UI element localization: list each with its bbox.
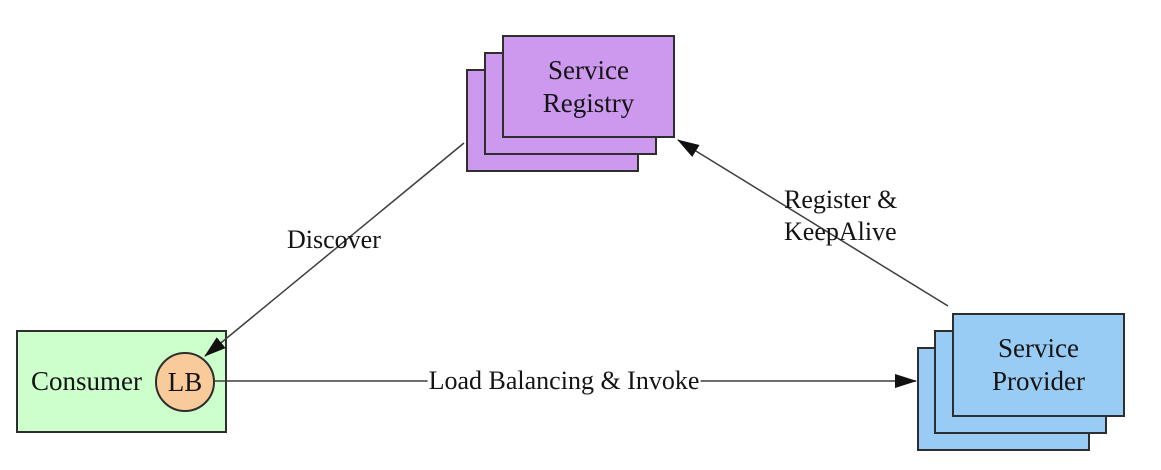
load-balancing-invoke-edge-label: Load Balancing & Invoke (427, 365, 701, 397)
register-keepalive-edge-label: Register & KeepAlive (784, 185, 898, 246)
service-registry-node: Service Registry (502, 35, 675, 138)
service-provider-label: Service Provider (992, 333, 1085, 396)
discover-edge-label: Discover (287, 225, 381, 254)
consumer-label: Consumer (31, 366, 142, 396)
service-registry-label: Service Registry (542, 54, 635, 118)
load-balancer-label: LB (167, 366, 203, 397)
service-provider-node: Service Provider (952, 313, 1125, 417)
consumer-node: Consumer (16, 330, 227, 433)
load-balancer-node: LB (155, 352, 215, 412)
